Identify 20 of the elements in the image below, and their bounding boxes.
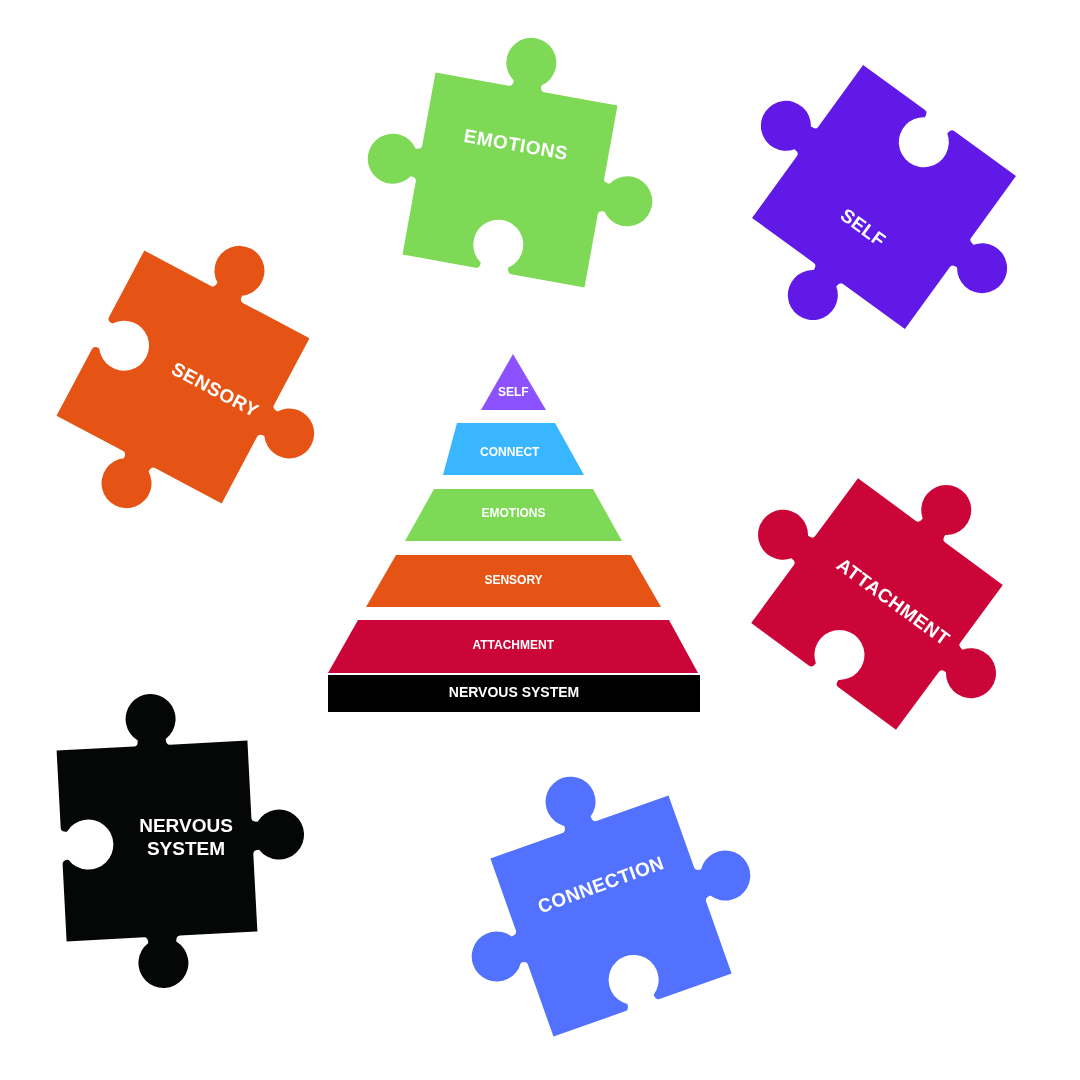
- puzzle-piece: [751, 64, 1017, 330]
- piece-label: NERVOUS SYSTEM: [138, 815, 234, 861]
- puzzle-piece: [366, 36, 654, 289]
- puzzle-piece: [470, 775, 752, 1038]
- puzzle-piece: [55, 692, 306, 990]
- pyramid-tier: [328, 675, 700, 712]
- puzzle-piece: [55, 244, 316, 510]
- tier-label: NERVOUS SYSTEM: [448, 685, 580, 699]
- pyramid-tier: [443, 423, 584, 475]
- pyramid-tier: [366, 555, 661, 607]
- tier-label: CONNECT: [480, 446, 540, 458]
- tier-label: SENSORY: [484, 574, 543, 586]
- pyramid-tier: [328, 620, 698, 673]
- pyramid-tier: [481, 354, 546, 410]
- tier-label: SELF: [497, 386, 529, 398]
- piece-label: EMOTIONS: [462, 125, 570, 165]
- pyramid-tier: [405, 489, 622, 541]
- puzzle-piece: [750, 477, 1004, 731]
- tier-label: ATTACHMENT: [472, 639, 554, 651]
- tier-label: EMOTIONS: [481, 507, 546, 519]
